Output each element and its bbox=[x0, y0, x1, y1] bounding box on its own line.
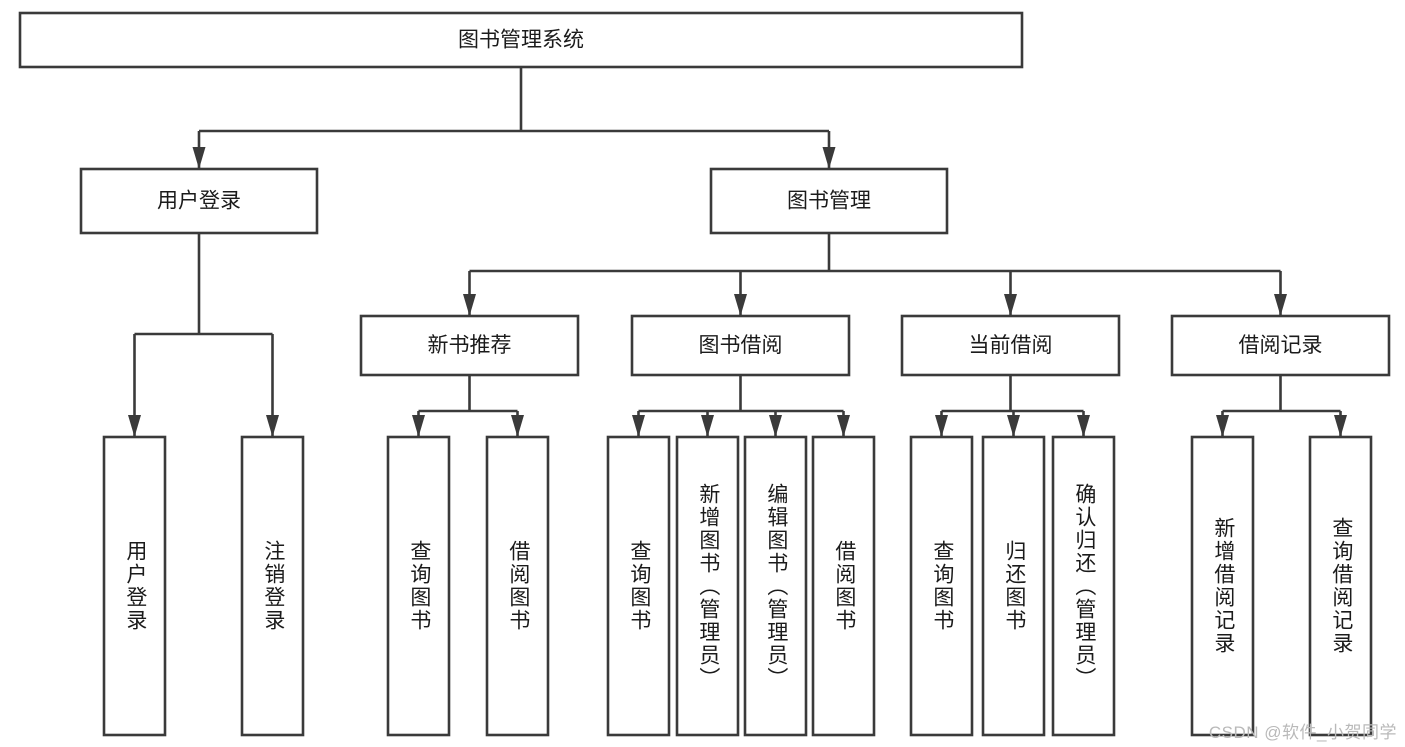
node-box-leaf-user-login[interactable] bbox=[102, 435, 167, 737]
node-box-leaf-br-add[interactable] bbox=[1190, 435, 1255, 737]
edge-arrowhead bbox=[1007, 415, 1020, 437]
node-box-user-login[interactable] bbox=[79, 167, 319, 235]
edges-layer bbox=[128, 67, 1347, 437]
node-box-new-book-rec[interactable] bbox=[359, 314, 580, 377]
node-box-leaf-bb-add[interactable] bbox=[675, 435, 740, 737]
edge-arrowhead bbox=[266, 415, 279, 437]
edge-arrowhead bbox=[511, 415, 524, 437]
boxes-layer bbox=[18, 11, 1391, 737]
edge-arrowhead bbox=[1334, 415, 1347, 437]
edge-arrowhead bbox=[1077, 415, 1090, 437]
edge-arrowhead bbox=[701, 415, 714, 437]
node-label-current-borrow: 当前借阅 bbox=[969, 334, 1053, 357]
node-box-borrow-record[interactable] bbox=[1170, 314, 1391, 377]
node-box-leaf-cb-confirm[interactable] bbox=[1051, 435, 1116, 737]
node-box-leaf-br-query[interactable] bbox=[1308, 435, 1373, 737]
node-box-leaf-bb-query[interactable] bbox=[606, 435, 671, 737]
edge-arrowhead bbox=[463, 294, 476, 316]
edge-arrowhead bbox=[837, 415, 850, 437]
watermark-text: CSDN @软件_小贺同学 bbox=[1208, 723, 1397, 742]
node-box-leaf-cb-return[interactable] bbox=[981, 435, 1046, 737]
edge-arrowhead bbox=[192, 147, 206, 169]
edge-arrowhead bbox=[1274, 294, 1287, 316]
node-box-leaf-bb-borrow[interactable] bbox=[811, 435, 876, 737]
node-label-book-manage: 图书管理 bbox=[787, 190, 871, 213]
node-box-leaf-user-logout[interactable] bbox=[240, 435, 305, 737]
node-box-book-borrow[interactable] bbox=[630, 314, 851, 377]
edge-arrowhead bbox=[1004, 294, 1017, 316]
node-label-borrow-record: 借阅记录 bbox=[1239, 334, 1323, 357]
node-box-root[interactable] bbox=[18, 11, 1024, 69]
node-box-book-manage[interactable] bbox=[709, 167, 949, 235]
edge-arrowhead bbox=[412, 415, 425, 437]
node-box-leaf-cb-query[interactable] bbox=[909, 435, 974, 737]
edge-arrowhead bbox=[935, 415, 948, 437]
edge-arrowhead bbox=[822, 147, 836, 169]
edge-arrowhead bbox=[128, 415, 141, 437]
node-box-leaf-rec-query[interactable] bbox=[386, 435, 451, 737]
node-box-leaf-rec-borrow[interactable] bbox=[485, 435, 550, 737]
node-label-root: 图书管理系统 bbox=[458, 29, 584, 52]
edge-arrowhead bbox=[769, 415, 782, 437]
node-box-leaf-bb-edit[interactable] bbox=[743, 435, 808, 737]
edge-arrowhead bbox=[632, 415, 645, 437]
node-label-book-borrow: 图书借阅 bbox=[699, 334, 783, 357]
node-box-current-borrow[interactable] bbox=[900, 314, 1121, 377]
node-label-user-login: 用户登录 bbox=[157, 190, 241, 213]
edge-arrowhead bbox=[1216, 415, 1229, 437]
edge-arrowhead bbox=[734, 294, 747, 316]
node-label-new-book-rec: 新书推荐 bbox=[428, 334, 512, 357]
